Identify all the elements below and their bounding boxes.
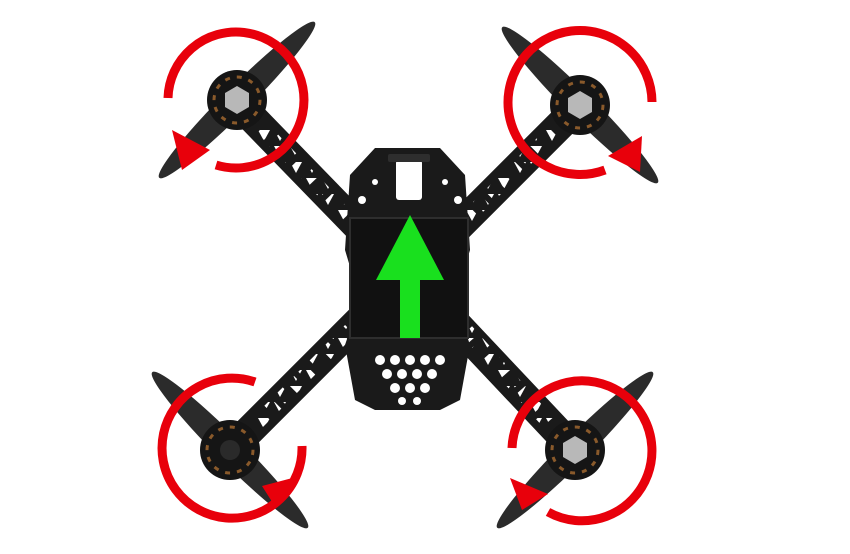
- hub: [225, 86, 249, 114]
- heading-arrow: [376, 215, 444, 338]
- rotor-front-right: [501, 25, 659, 184]
- heading-arrow-head: [376, 215, 444, 280]
- rotor-rear-left: [151, 371, 309, 529]
- hub: [220, 440, 240, 460]
- rotation-arrowhead: [510, 478, 548, 510]
- rotation-arrowhead: [262, 476, 300, 508]
- hub: [563, 436, 587, 464]
- rotation-arrow: [507, 376, 657, 526]
- heading-arrow-shaft: [400, 268, 420, 338]
- rotation-arrowhead: [608, 136, 642, 172]
- rotor-front-left: [158, 21, 316, 179]
- rotor-rear-right: [496, 371, 657, 529]
- rotation-arrow: [163, 27, 309, 173]
- rotation-arrowhead: [172, 130, 210, 170]
- front-slot: [396, 160, 422, 200]
- hub: [568, 91, 592, 119]
- honeycomb-vents: [375, 355, 445, 405]
- rotation-arrow: [503, 25, 657, 179]
